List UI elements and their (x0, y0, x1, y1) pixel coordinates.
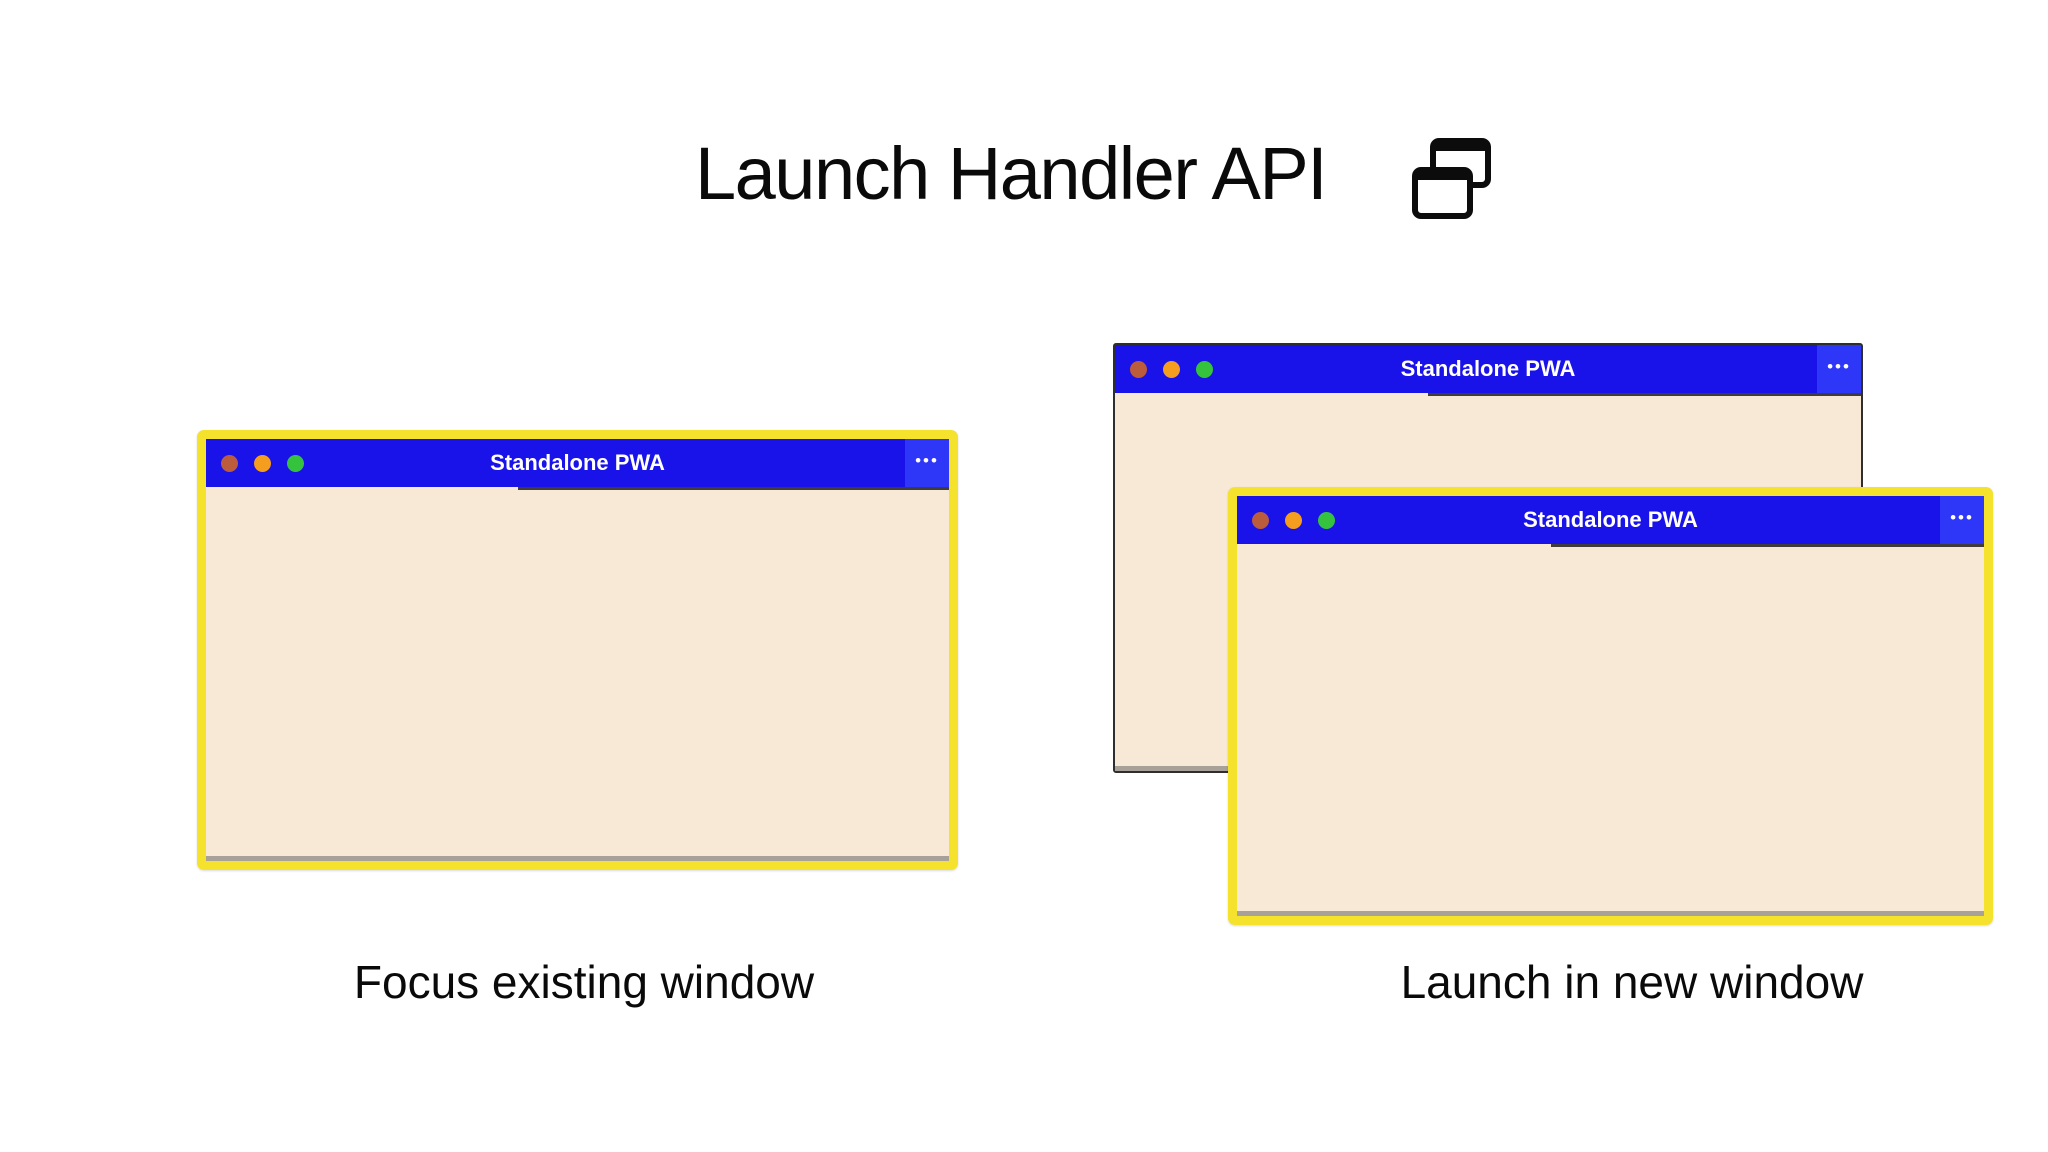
window-zoom-icon[interactable] (1196, 360, 1213, 378)
window-content (1237, 544, 1984, 916)
window-more-menu-button[interactable]: ••• (1940, 496, 1984, 544)
overlapping-windows-icon (1412, 138, 1492, 219)
pwa-window-new-launch: Standalone PWA ••• (1228, 487, 1993, 925)
front-window-glyph-icon (1412, 167, 1474, 219)
traffic-lights (1237, 511, 1335, 529)
more-horizontal-icon: ••• (1827, 357, 1851, 376)
window-title-label: Standalone PWA (490, 450, 665, 475)
window-close-icon[interactable] (1130, 360, 1147, 378)
window-title-label: Standalone PWA (1523, 507, 1698, 532)
window-title-label: Standalone PWA (1400, 356, 1576, 381)
window-more-menu-button[interactable]: ••• (1817, 345, 1861, 393)
traffic-lights (1115, 360, 1213, 378)
window-titlebar: Standalone PWA ••• (1115, 345, 1861, 396)
more-horizontal-icon: ••• (915, 451, 939, 470)
window-content (206, 487, 949, 861)
header: Launch Handler API (695, 128, 1492, 220)
traffic-lights (206, 454, 304, 472)
window-more-menu-button[interactable]: ••• (905, 439, 949, 487)
window-close-icon[interactable] (221, 454, 238, 472)
window-minimize-icon[interactable] (1163, 360, 1180, 378)
window-close-icon[interactable] (1252, 511, 1269, 529)
more-horizontal-icon: ••• (1950, 508, 1974, 527)
window-zoom-icon[interactable] (287, 454, 304, 472)
window-minimize-icon[interactable] (1285, 511, 1302, 529)
caption-launch-new: Launch in new window (1400, 956, 1864, 1008)
window-titlebar: Standalone PWA ••• (1237, 496, 1984, 547)
window-zoom-icon[interactable] (1318, 511, 1335, 529)
pwa-window-focus-existing: Standalone PWA ••• (197, 430, 958, 870)
caption-focus-existing: Focus existing window (353, 956, 815, 1008)
window-titlebar: Standalone PWA ••• (206, 439, 949, 490)
window-minimize-icon[interactable] (254, 454, 271, 472)
page-title: Launch Handler API (695, 132, 1328, 215)
